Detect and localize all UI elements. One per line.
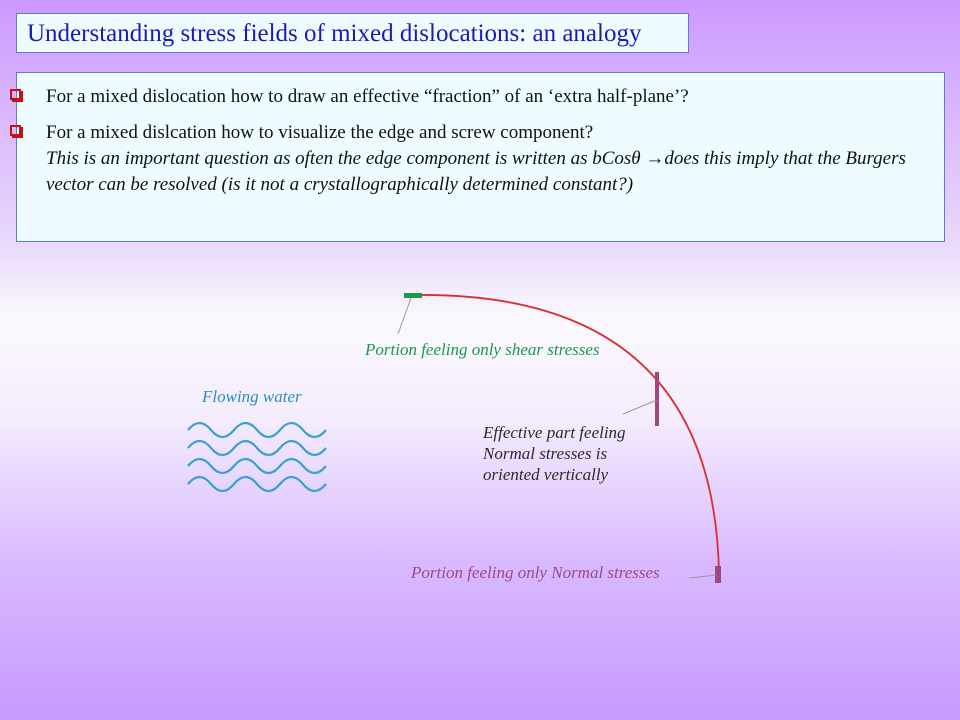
bullet-item-2: For a mixed dislcation how to visualize … [10, 120, 915, 198]
shear-portion-marker [404, 293, 422, 298]
bullet-text: For a mixed dislcation how to visualize … [46, 122, 594, 143]
shear-stress-label: Portion feeling only shear stresses [365, 340, 600, 359]
effective-label-line-1: Effective part feeling [483, 423, 626, 442]
water-waves-icon [187, 421, 327, 493]
bullet-text: For a mixed dislocation how to draw an e… [46, 86, 689, 107]
question-box [16, 72, 945, 242]
normal-stress-label: Portion feeling only Normal stresses [411, 563, 660, 582]
title-box: Understanding stress fields of mixed dis… [16, 13, 689, 53]
checkbox-bullet-icon [10, 125, 23, 138]
checkbox-bullet-icon [10, 89, 23, 102]
effective-label-line-2: Normal stresses is [483, 444, 608, 463]
bullet-italic-text: This is an important question as often t… [46, 148, 906, 195]
effective-vertical-marker [655, 372, 659, 426]
normal-leader-line [688, 574, 717, 579]
effective-label-line-3: oriented vertically [483, 465, 609, 484]
effective-leader-line [622, 399, 658, 415]
shear-leader-line [397, 297, 412, 335]
effective-part-label: Effective part feeling Normal stresses i… [483, 422, 626, 485]
slide-title: Understanding stress fields of mixed dis… [27, 20, 642, 47]
bullet-item-1: For a mixed dislocation how to draw an e… [10, 84, 915, 110]
normal-portion-marker [715, 566, 721, 583]
flowing-water-label: Flowing water [202, 387, 302, 406]
